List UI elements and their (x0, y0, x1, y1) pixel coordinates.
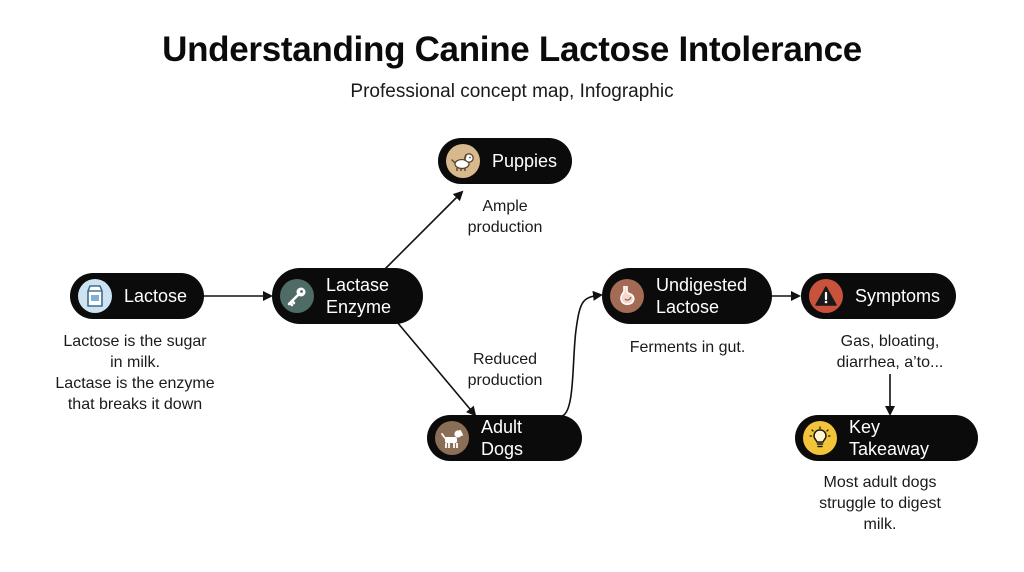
node-label: Lactose (124, 286, 188, 306)
milk-carton-icon (78, 279, 112, 313)
node-label: Key Takeaway (849, 417, 930, 459)
node-label: Puppies (492, 151, 558, 171)
node-label: Lactase Enzyme (326, 275, 392, 317)
page-subtitle: Professional concept map, Infographic (350, 81, 674, 102)
warning-icon (809, 279, 843, 313)
node-symptoms[interactable]: Symptoms (801, 273, 956, 319)
stomach-icon (610, 279, 644, 313)
note-undigested: Ferments in gut. (629, 339, 746, 356)
edge-enzyme-to-puppies (381, 190, 464, 273)
node-undigested-lactose[interactable]: Undigested Lactose (602, 268, 772, 324)
dog-icon (435, 421, 469, 455)
note-symptoms: Gas, bloating, diarrhea, a’to... (836, 333, 944, 371)
note-lactose: Lactose is the sugar in milk. Lactase is… (55, 333, 215, 413)
lightbulb-icon (803, 421, 837, 455)
node-lactase-enzyme[interactable]: Lactase Enzyme (272, 268, 423, 324)
node-label: Symptoms (855, 286, 941, 306)
puppy-icon (446, 144, 480, 178)
node-label: Adult Dogs (481, 417, 524, 459)
note-takeaway: Most adult dogs struggle to digest milk. (819, 474, 941, 533)
edge-adult-dogs-to-undigested (561, 290, 603, 417)
page-title: Understanding Canine Lactose Intolerance (162, 30, 862, 69)
node-key-takeaway[interactable]: Key Takeaway (795, 415, 978, 461)
key-icon (280, 279, 314, 313)
note-adult-dogs: Reduced production (467, 351, 543, 389)
note-puppies: Ample production (467, 198, 543, 236)
edge-enzyme-to-adult-dogs (396, 321, 477, 417)
node-lactose[interactable]: Lactose (70, 273, 204, 319)
node-label: Undigested Lactose (656, 275, 748, 317)
node-adult-dogs[interactable]: Adult Dogs (427, 415, 582, 461)
node-puppies[interactable]: Puppies (438, 138, 572, 184)
